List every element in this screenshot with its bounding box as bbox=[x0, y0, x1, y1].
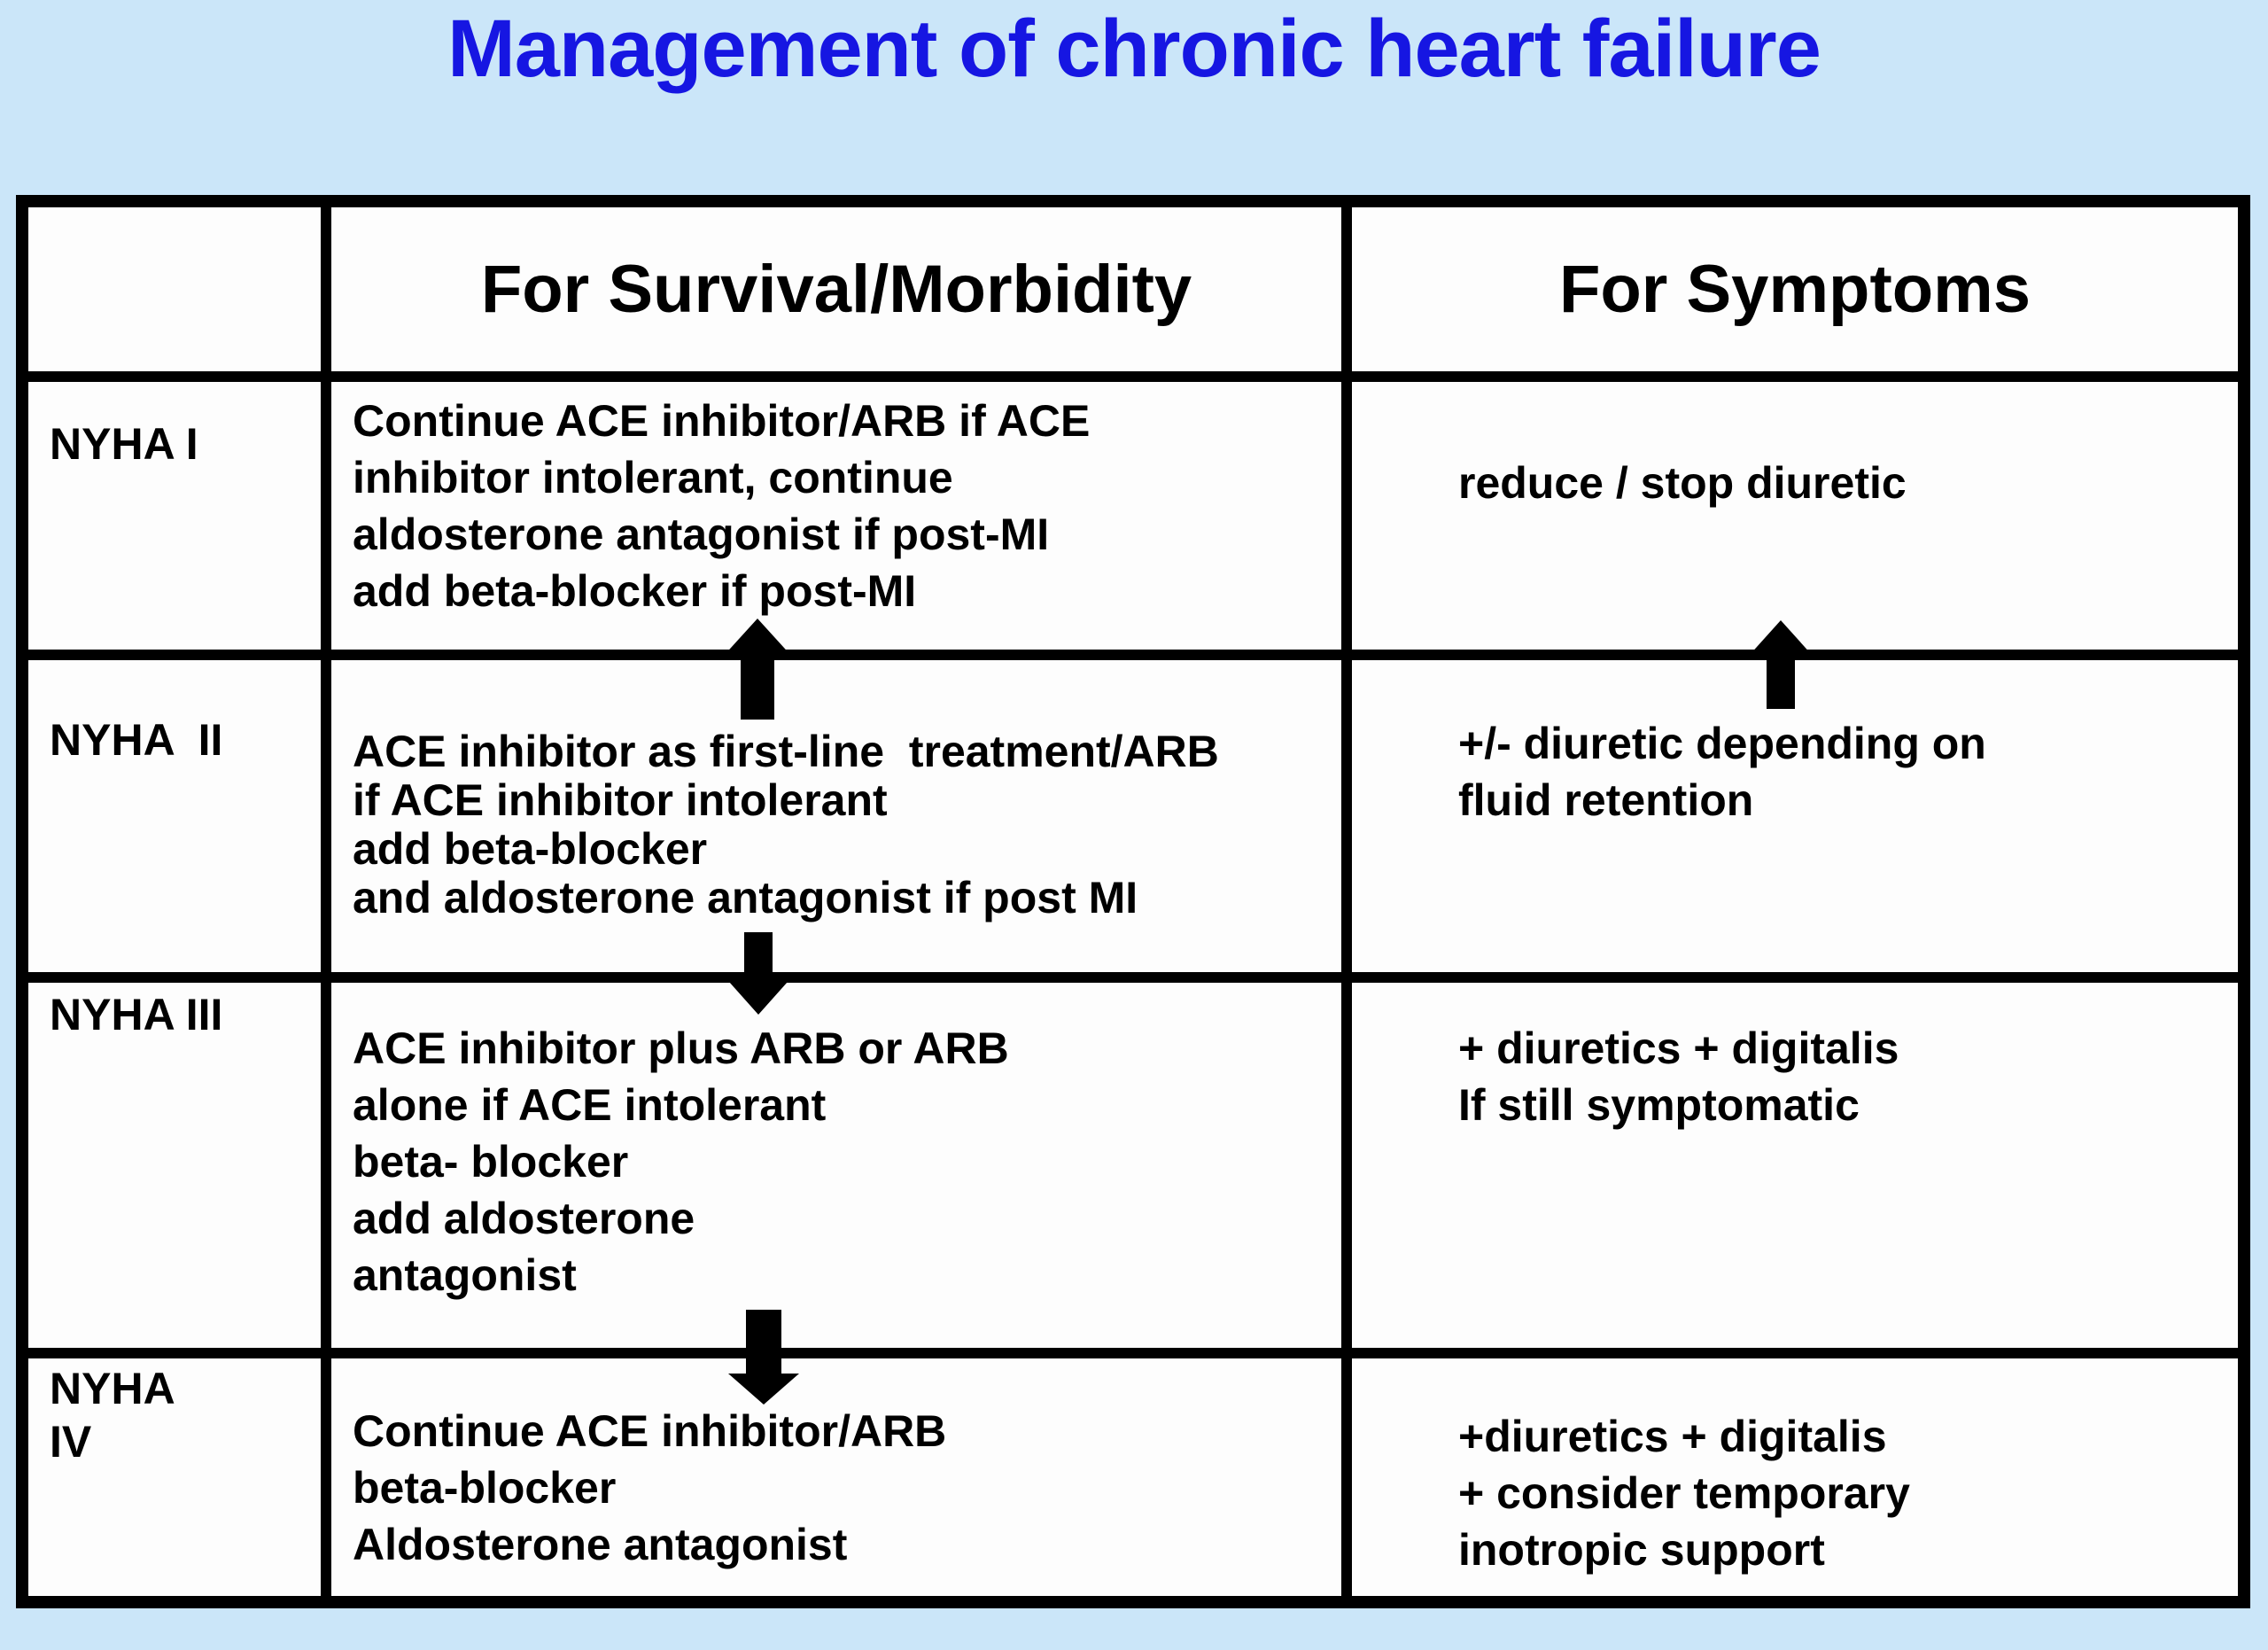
page-title: Management of chronic heart failure bbox=[447, 4, 1821, 94]
management-table: For Survival/Morbidity For Symptoms NYHA… bbox=[16, 195, 2250, 1608]
cell-nyha-iv-survival: Continue ACE inhibitor/ARB beta-blocker … bbox=[331, 1358, 1341, 1596]
cell-nyha-ii-symptoms: +/- diuretic depending on fluid retentio… bbox=[1352, 660, 2238, 972]
row-label-nyha-iv: NYHA IV bbox=[28, 1358, 321, 1596]
corner-cell bbox=[28, 207, 321, 371]
column-header-symptoms: For Symptoms bbox=[1352, 207, 2238, 371]
cell-nyha-iv-symptoms: +diuretics + digitalis + consider tempor… bbox=[1352, 1358, 2238, 1596]
row-label-nyha-ii: NYHA II bbox=[28, 660, 321, 972]
cell-nyha-i-survival: Continue ACE inhibitor/ARB if ACE inhibi… bbox=[331, 382, 1341, 650]
cell-nyha-ii-survival: ACE inhibitor as first-line treatment/AR… bbox=[331, 660, 1341, 972]
cell-nyha-iii-symptoms: + diuretics + digitalis If still symptom… bbox=[1352, 983, 2238, 1348]
cell-nyha-i-symptoms: reduce / stop diuretic bbox=[1352, 382, 2238, 650]
cell-nyha-iii-survival: ACE inhibitor plus ARB or ARB alone if A… bbox=[331, 983, 1341, 1348]
column-header-survival-morbidity: For Survival/Morbidity bbox=[331, 207, 1341, 371]
row-label-nyha-iii: NYHA III bbox=[28, 983, 321, 1348]
row-label-nyha-i: NYHA I bbox=[28, 382, 321, 650]
